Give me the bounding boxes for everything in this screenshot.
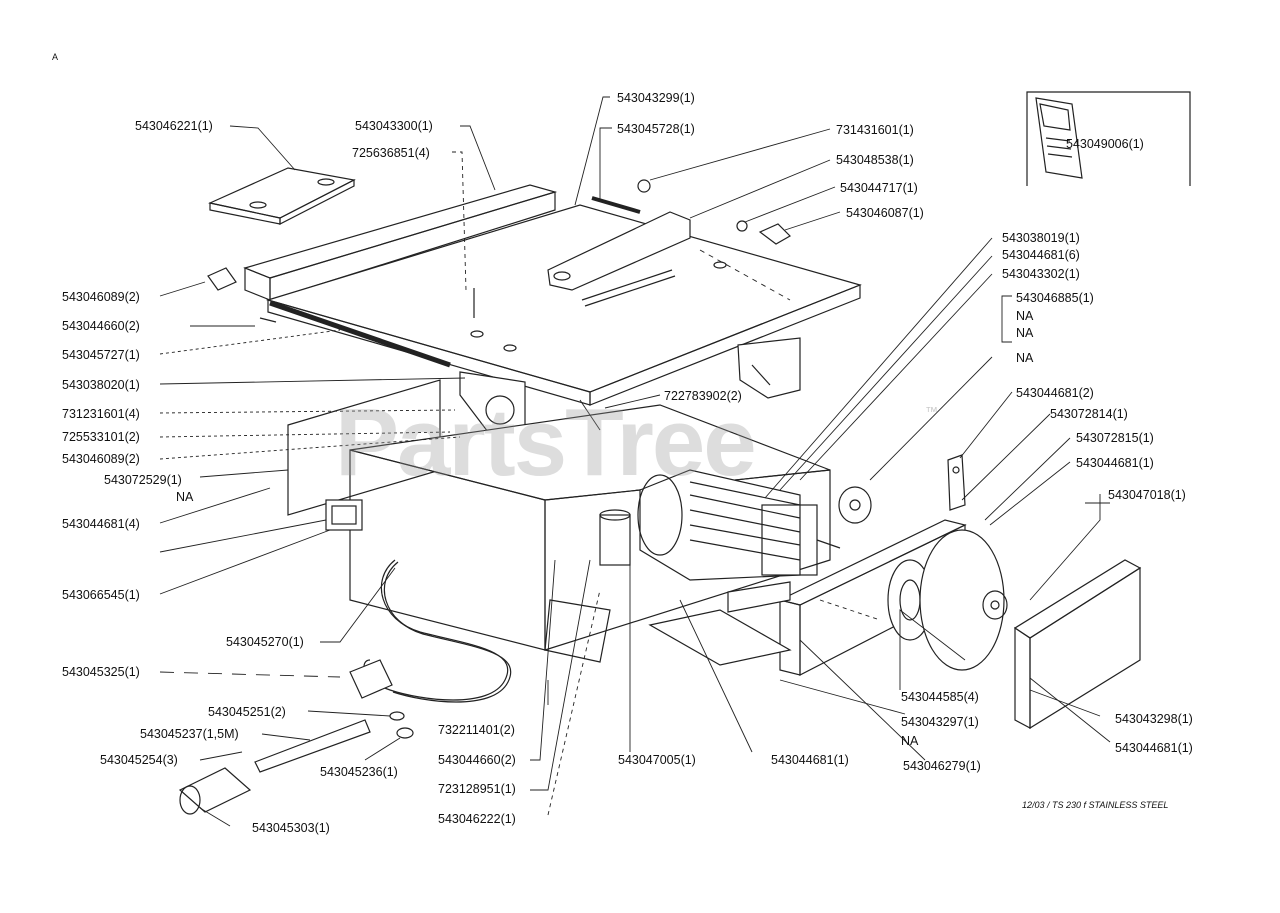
part-label: NA <box>1016 351 1034 365</box>
rip-fence <box>243 184 558 301</box>
part-label: 543066545(1) <box>62 588 140 602</box>
part-label: 543043297(1) <box>901 715 979 729</box>
blade-guard <box>547 211 691 291</box>
part-label: 543045325(1) <box>62 665 140 679</box>
plug <box>178 767 252 815</box>
part-label: 543038020(1) <box>62 378 140 392</box>
corner-mark: A <box>52 52 59 62</box>
part-label: 543045727(1) <box>62 348 140 362</box>
part-label: 543044681(1) <box>1115 741 1193 755</box>
part-label: 543072814(1) <box>1050 407 1128 421</box>
manual-booklet-icon <box>1035 97 1083 179</box>
part-label: NA <box>901 734 919 748</box>
part-label: 543044585(4) <box>901 690 979 704</box>
footer-caption: 12/03 / TS 230 f STAINLESS STEEL <box>1022 800 1169 810</box>
table-top <box>265 204 862 406</box>
part-label: 543044660(2) <box>438 753 516 767</box>
part-label: 723128951(1) <box>438 782 516 796</box>
part-label: 543043298(1) <box>1115 712 1193 726</box>
part-label: 543044660(2) <box>62 319 140 333</box>
hardware <box>207 179 791 323</box>
part-label: 725636851(4) <box>352 146 430 160</box>
motor-bracket <box>737 337 801 399</box>
part-label: 543043302(1) <box>1002 267 1080 281</box>
part-label: 731231601(4) <box>62 407 140 421</box>
part-label: NA <box>1016 326 1034 340</box>
cable <box>254 711 414 773</box>
part-label: 543045251(2) <box>208 705 286 719</box>
part-label: 543046089(2) <box>62 290 140 304</box>
leader-lines <box>159 96 1111 827</box>
part-label: 543046222(1) <box>438 812 516 826</box>
part-label: 543048538(1) <box>836 153 914 167</box>
clamp-plate <box>208 167 356 225</box>
part-label: 543045236(1) <box>320 765 398 779</box>
side-rail <box>648 519 967 676</box>
manual-box <box>1026 91 1191 186</box>
manual-part-label: 543049006(1) <box>1066 137 1144 151</box>
part-label: 543044717(1) <box>840 181 918 195</box>
part-label: 543045728(1) <box>617 122 695 136</box>
part-label: 543043299(1) <box>617 91 695 105</box>
part-label: 543072529(1) <box>104 473 182 487</box>
part-label: 543046221(1) <box>135 119 213 133</box>
part-label: 543047005(1) <box>618 753 696 767</box>
part-label: 732211401(2) <box>438 723 515 737</box>
part-label: 543072815(1) <box>1076 431 1154 445</box>
motor <box>637 469 841 581</box>
part-label: 543044681(1) <box>1076 456 1154 470</box>
part-label: 543047018(1) <box>1108 488 1186 502</box>
part-label: 543044681(1) <box>771 753 849 767</box>
part-label: 543044681(2) <box>1016 386 1094 400</box>
part-label: 543045270(1) <box>226 635 304 649</box>
part-label: 543045254(3) <box>100 753 178 767</box>
part-label: 543046885(1) <box>1016 291 1094 305</box>
part-label: 543044681(6) <box>1002 248 1080 262</box>
part-label: 543038019(1) <box>1002 231 1080 245</box>
part-label: 725533101(2) <box>62 430 140 444</box>
part-label: 722783902(2) <box>664 389 742 403</box>
part-label: 543046087(1) <box>846 206 924 220</box>
part-label: 543046279(1) <box>903 759 981 773</box>
tilt-bracket <box>947 454 966 511</box>
power-cord <box>349 559 512 703</box>
part-label: 543045237(1,5M) <box>140 727 239 741</box>
watermark-tm: ™ <box>925 404 938 419</box>
part-label: NA <box>1016 309 1034 323</box>
scale-strip-front <box>269 300 451 368</box>
saw-blade <box>887 529 1008 671</box>
part-label: 543046089(2) <box>62 452 140 466</box>
part-label: 543044681(4) <box>62 517 140 531</box>
part-label: 543043300(1) <box>355 119 433 133</box>
blade-cover <box>1013 559 1142 730</box>
capacitor <box>599 509 631 566</box>
watermark: PartsTree <box>335 389 757 496</box>
part-label: 543045303(1) <box>252 821 330 835</box>
switch <box>325 499 363 531</box>
flange-washer <box>838 486 872 524</box>
part-label: NA <box>176 490 194 504</box>
part-label: 731431601(1) <box>836 123 914 137</box>
